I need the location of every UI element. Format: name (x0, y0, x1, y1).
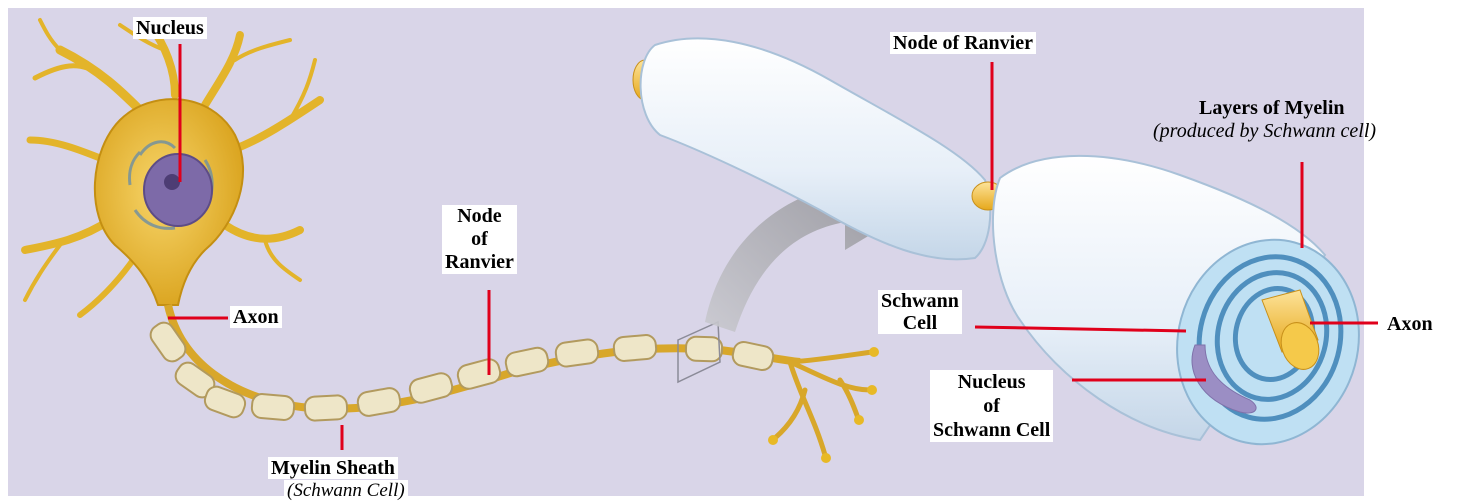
axon-terminals (775, 352, 872, 455)
label-layers-of-myelin: Layers of Myelin (1196, 97, 1348, 119)
label-node-line2: of (445, 228, 514, 251)
label-schwann-cell: Schwann Cell (878, 290, 962, 334)
label-nucleus-schwann-line1: Nucleus (933, 370, 1050, 394)
label-myelin-sheath: Myelin Sheath (268, 457, 398, 479)
label-schwann-line2: Cell (881, 312, 959, 334)
myelin-segments (147, 319, 775, 421)
label-nucleus-schwann-line2: of (933, 394, 1050, 418)
label-node-of-ranvier-right: Node of Ranvier (890, 32, 1036, 54)
label-nucleus-of-schwann-cell: Nucleus of Schwann Cell (930, 370, 1053, 442)
label-nucleus: Nucleus (133, 17, 207, 39)
label-nucleus-schwann-line3: Schwann Cell (933, 418, 1050, 442)
label-layers-of-myelin-sub: (produced by Schwann cell) (1150, 120, 1379, 142)
label-myelin-sheath-sub: (Schwann Cell) (284, 480, 408, 502)
label-axon-right: Axon (1384, 313, 1436, 335)
label-axon-left: Axon (230, 306, 282, 328)
label-schwann-line1: Schwann (881, 290, 959, 312)
nucleus-body (144, 154, 212, 226)
label-node-line3: Ranvier (445, 251, 514, 274)
label-node-line1: Node (445, 205, 514, 228)
label-node-of-ranvier-left: Node of Ranvier (442, 205, 517, 274)
